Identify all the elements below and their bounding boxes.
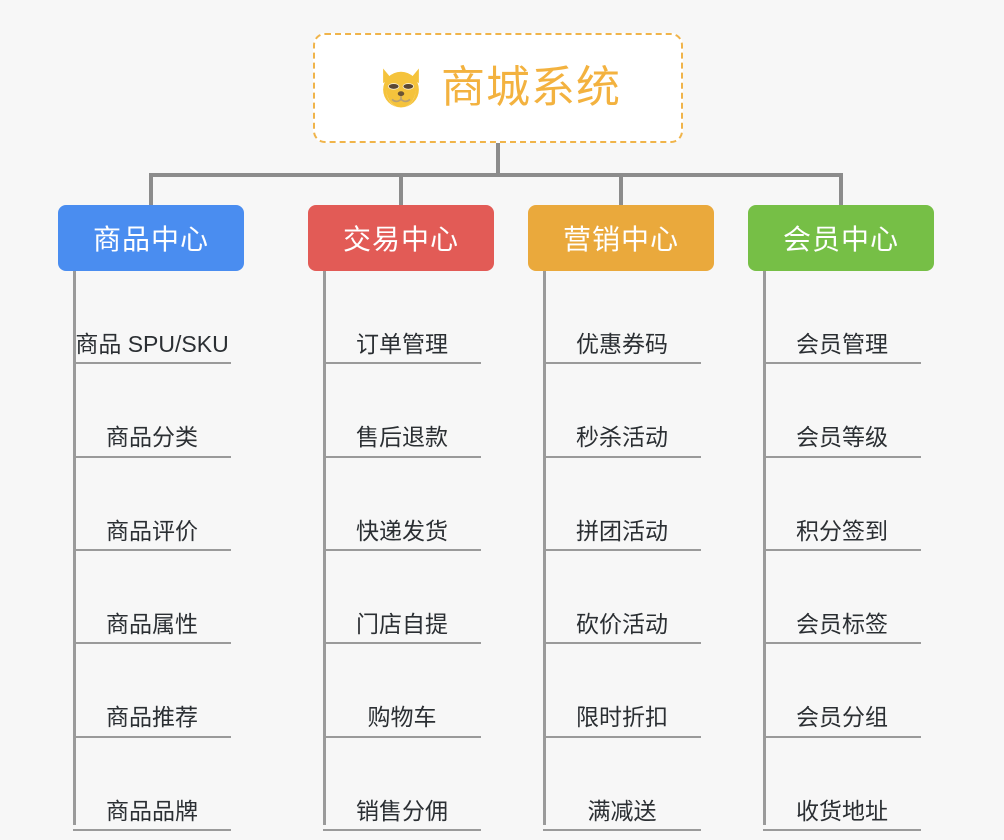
leaf-item[interactable]: 优惠券码 bbox=[543, 271, 701, 365]
branch-column-1: 商品中心 商品 SPU/SKU 商品分类 商品评价 商品属性 商品推荐 商品品牌 bbox=[58, 205, 244, 831]
leaf-item[interactable]: 购物车 bbox=[323, 644, 481, 738]
leaf-item[interactable]: 限时折扣 bbox=[543, 644, 701, 738]
leaf-label: 会员分组 bbox=[796, 704, 888, 731]
leaf-label: 会员标签 bbox=[796, 611, 888, 638]
leaf-item[interactable]: 砍价活动 bbox=[543, 551, 701, 645]
leaf-item[interactable]: 快递发货 bbox=[323, 458, 481, 551]
leaf-label: 商品品牌 bbox=[106, 797, 198, 824]
leaf-item[interactable]: 拼团活动 bbox=[543, 458, 701, 551]
branch-body-1: 商品 SPU/SKU 商品分类 商品评价 商品属性 商品推荐 商品品牌 bbox=[73, 271, 244, 831]
leaf-item[interactable]: 商品分类 bbox=[73, 364, 231, 458]
branch-spine-3 bbox=[543, 271, 546, 825]
branch-body-3: 优惠券码 秒杀活动 拼团活动 砍价活动 限时折扣 满减送 bbox=[543, 271, 714, 831]
branch-title-2: 交易中心 bbox=[342, 224, 459, 255]
root-node[interactable]: 商城系统 bbox=[313, 33, 683, 143]
shiba-dog-icon bbox=[383, 68, 419, 108]
connector-drop-2 bbox=[399, 173, 403, 207]
leaf-item[interactable]: 收货地址 bbox=[763, 738, 921, 831]
branch-header-3[interactable]: 营销中心 bbox=[528, 205, 714, 271]
connector-horizontal-bus bbox=[149, 173, 843, 177]
leaf-label: 优惠券码 bbox=[576, 331, 668, 358]
leaf-item[interactable]: 商品推荐 bbox=[73, 644, 231, 738]
leaf-label: 砍价活动 bbox=[576, 611, 668, 638]
leaf-label: 门店自提 bbox=[356, 611, 448, 638]
branch-column-4: 会员中心 会员管理 会员等级 积分签到 会员标签 会员分组 收货地址 bbox=[748, 205, 934, 831]
leaf-item[interactable]: 商品评价 bbox=[73, 458, 231, 551]
branch-body-2: 订单管理 售后退款 快递发货 门店自提 购物车 销售分佣 bbox=[323, 271, 494, 831]
connector-drop-3 bbox=[619, 173, 623, 207]
leaf-label: 商品 SPU/SKU bbox=[75, 331, 229, 358]
branch-title-4: 会员中心 bbox=[782, 224, 899, 255]
leaf-list-1: 商品 SPU/SKU 商品分类 商品评价 商品属性 商品推荐 商品品牌 bbox=[73, 271, 231, 831]
leaf-label: 会员等级 bbox=[796, 424, 888, 451]
leaf-label: 拼团活动 bbox=[576, 517, 668, 544]
leaf-item[interactable]: 会员管理 bbox=[763, 271, 921, 365]
leaf-item[interactable]: 门店自提 bbox=[323, 551, 481, 645]
branch-title-1: 商品中心 bbox=[92, 224, 209, 255]
leaf-list-3: 优惠券码 秒杀活动 拼团活动 砍价活动 限时折扣 满减送 bbox=[543, 271, 701, 831]
leaf-label: 售后退款 bbox=[356, 424, 448, 451]
leaf-list-4: 会员管理 会员等级 积分签到 会员标签 会员分组 收货地址 bbox=[763, 271, 921, 831]
branch-column-3: 营销中心 优惠券码 秒杀活动 拼团活动 砍价活动 限时折扣 满减送 bbox=[528, 205, 714, 831]
connector-drop-4 bbox=[839, 173, 843, 207]
leaf-item[interactable]: 订单管理 bbox=[323, 271, 481, 365]
branch-title-3: 营销中心 bbox=[562, 224, 679, 255]
leaf-label: 限时折扣 bbox=[576, 704, 668, 731]
leaf-label: 订单管理 bbox=[356, 331, 448, 358]
leaf-label: 商品分类 bbox=[106, 424, 198, 451]
branch-column-2: 交易中心 订单管理 售后退款 快递发货 门店自提 购物车 销售分佣 bbox=[308, 205, 494, 831]
leaf-item[interactable]: 商品属性 bbox=[73, 551, 231, 645]
leaf-item[interactable]: 销售分佣 bbox=[323, 738, 481, 831]
leaf-item[interactable]: 商品 SPU/SKU bbox=[73, 271, 231, 365]
leaf-item[interactable]: 满减送 bbox=[543, 738, 701, 831]
leaf-label: 购物车 bbox=[367, 704, 437, 731]
leaf-item[interactable]: 商品品牌 bbox=[73, 738, 231, 831]
connector-drop-1 bbox=[149, 173, 153, 207]
root-title: 商城系统 bbox=[441, 63, 621, 112]
leaf-label: 商品评价 bbox=[106, 517, 198, 544]
leaf-item[interactable]: 会员分组 bbox=[763, 644, 921, 738]
branch-header-4[interactable]: 会员中心 bbox=[748, 205, 934, 271]
leaf-label: 快递发货 bbox=[356, 517, 448, 544]
leaf-item[interactable]: 会员等级 bbox=[763, 364, 921, 458]
leaf-label: 满减送 bbox=[587, 797, 657, 824]
branch-spine-1 bbox=[73, 271, 76, 825]
leaf-label: 秒杀活动 bbox=[576, 424, 668, 451]
leaf-label: 商品属性 bbox=[106, 611, 198, 638]
branch-header-1[interactable]: 商品中心 bbox=[58, 205, 244, 271]
branch-spine-4 bbox=[763, 271, 766, 825]
leaf-item[interactable]: 秒杀活动 bbox=[543, 364, 701, 458]
leaf-item[interactable]: 积分签到 bbox=[763, 458, 921, 551]
leaf-label: 销售分佣 bbox=[356, 797, 448, 824]
connector-root-stem bbox=[496, 143, 500, 175]
leaf-label: 会员管理 bbox=[796, 331, 888, 358]
leaf-item[interactable]: 售后退款 bbox=[323, 364, 481, 458]
leaf-label: 积分签到 bbox=[796, 517, 888, 544]
branch-body-4: 会员管理 会员等级 积分签到 会员标签 会员分组 收货地址 bbox=[763, 271, 934, 831]
leaf-label: 收货地址 bbox=[796, 797, 888, 824]
branch-spine-2 bbox=[323, 271, 326, 825]
leaf-list-2: 订单管理 售后退款 快递发货 门店自提 购物车 销售分佣 bbox=[323, 271, 481, 831]
leaf-label: 商品推荐 bbox=[106, 704, 198, 731]
branch-header-2[interactable]: 交易中心 bbox=[308, 205, 494, 271]
leaf-item[interactable]: 会员标签 bbox=[763, 551, 921, 645]
